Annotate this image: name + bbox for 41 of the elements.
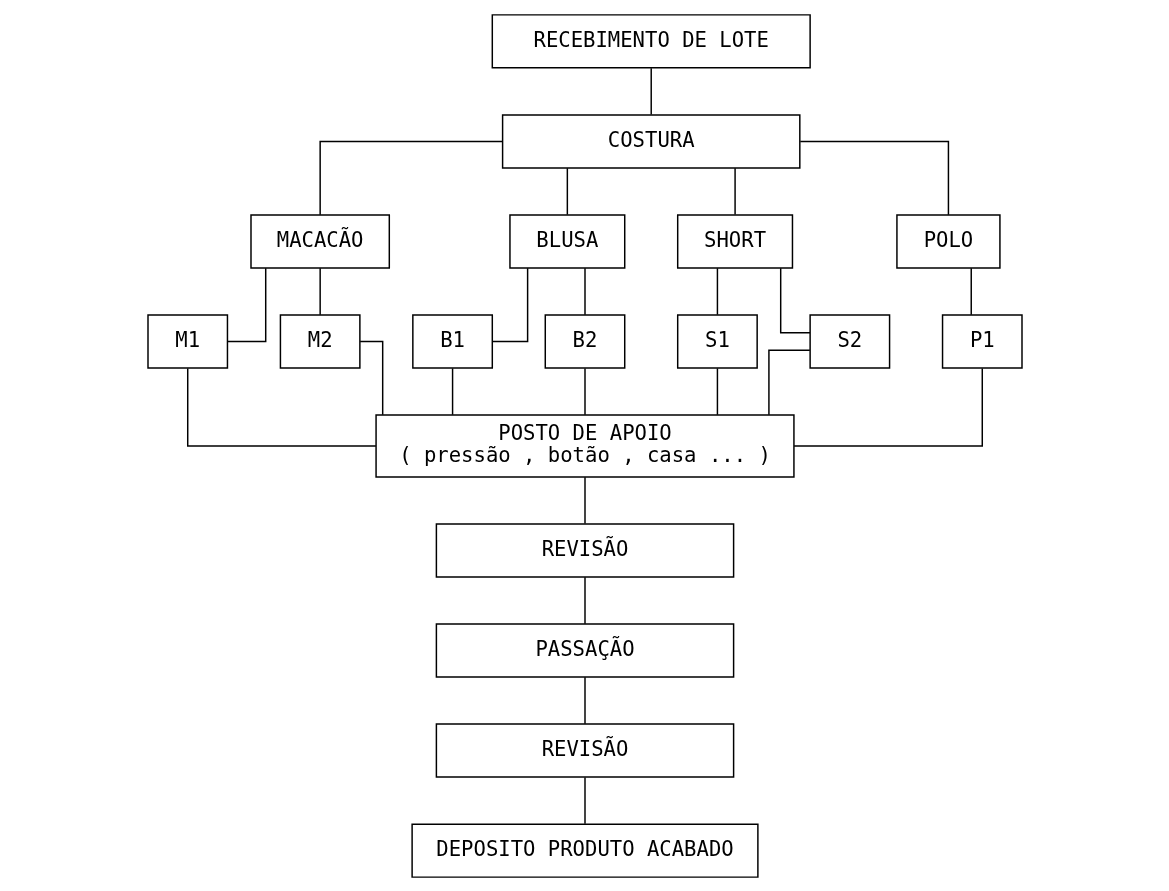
connector [583, 367, 586, 415]
connector [451, 367, 453, 415]
connector [779, 267, 811, 333]
connector [566, 167, 568, 215]
node-box: POLO [895, 213, 1001, 269]
node-box: B2 [544, 313, 625, 369]
connector [583, 267, 586, 315]
connector [792, 367, 983, 447]
connector [358, 340, 383, 415]
node-box: RECEBIMENTO DE LOTE [491, 13, 811, 69]
connector [767, 349, 811, 415]
connector [583, 576, 586, 624]
connector [733, 167, 736, 215]
connector [799, 140, 949, 215]
node-box: S2 [808, 313, 890, 369]
node-box: M1 [146, 313, 228, 369]
connector [583, 476, 586, 524]
node-box: PASSAÇÃO [435, 622, 734, 678]
connector [970, 267, 972, 315]
connector [649, 66, 652, 115]
connector [491, 267, 528, 342]
connector [186, 367, 377, 447]
node-box: POSTO DE APOIO ( pressão , botão , casa ... ) [374, 413, 795, 478]
node-box: P1 [941, 313, 1023, 369]
connector [716, 267, 718, 315]
node-box: REVISÃO [435, 722, 734, 778]
node-box: M2 [279, 313, 361, 369]
connector [583, 676, 586, 724]
connector [318, 267, 321, 315]
node-box: B1 [411, 313, 493, 369]
node-box: REVISÃO [435, 522, 734, 578]
node-box: COSTURA [501, 113, 801, 169]
node-box: SHORT [676, 213, 793, 269]
connector [583, 776, 586, 824]
connector [226, 267, 266, 342]
node-box: DEPOSITO PRODUTO ACABADO [410, 822, 759, 878]
node-box: S1 [676, 313, 758, 369]
connector [318, 140, 503, 215]
connector [716, 367, 718, 415]
node-box: BLUSA [508, 213, 625, 269]
node-box: MACACÃO [249, 213, 390, 269]
